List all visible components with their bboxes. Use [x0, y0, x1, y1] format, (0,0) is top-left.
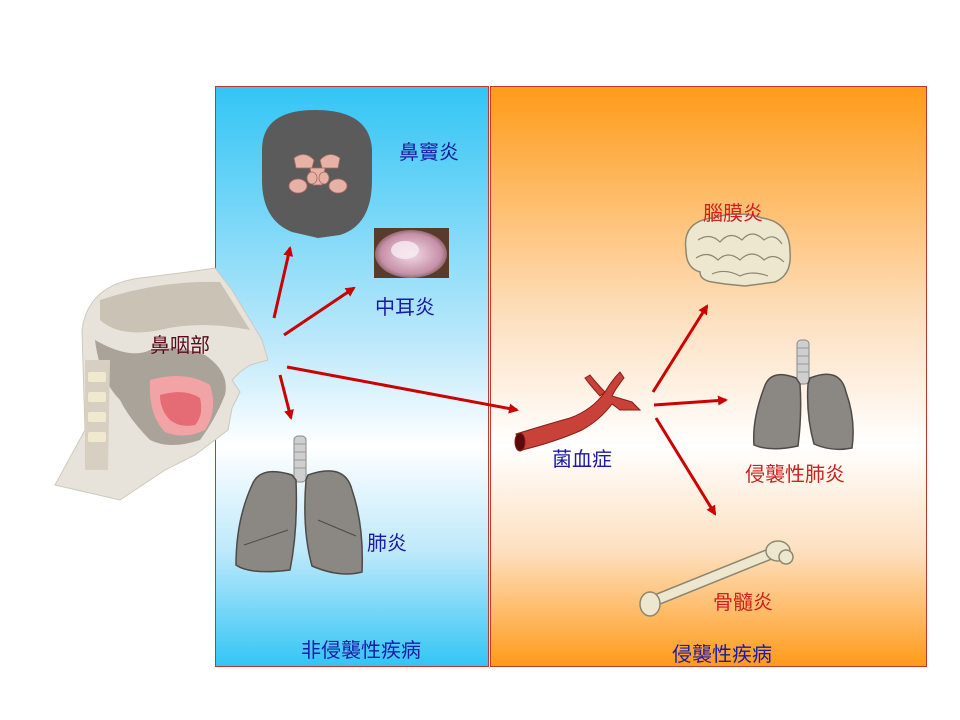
- brain-icon: [684, 213, 791, 287]
- arrow-to-meningitis: [651, 304, 709, 393]
- invasive-panel: [490, 86, 927, 667]
- pneumonia-label: 肺炎: [367, 531, 407, 555]
- eardrum-icon: [374, 228, 449, 278]
- otitis-media-label: 中耳炎: [375, 295, 435, 319]
- invasive-label: 侵襲性疾病: [672, 642, 772, 666]
- invasive-pneumonia-label: 侵襲性肺炎: [745, 462, 845, 486]
- face-sinus-icon: [262, 110, 372, 238]
- arrow-to-otitis: [283, 286, 356, 337]
- osteomyelitis-label: 骨髓炎: [713, 590, 773, 614]
- bacteremia-label: 菌血症: [552, 447, 612, 471]
- lungs-icon: [235, 435, 364, 575]
- lungs-icon: [752, 339, 854, 451]
- arrow-to-osteomyelitis: [654, 417, 717, 516]
- arrow-to-sinusitis: [272, 246, 294, 319]
- head-profile-icon: [54, 267, 269, 501]
- meningitis-label: 腦膜炎: [703, 201, 763, 225]
- arrow-to-bacteremia: [286, 365, 519, 414]
- bone-icon: [639, 540, 794, 617]
- blood-vessel-icon: [514, 371, 642, 452]
- arrow-to-pneumonia: [278, 374, 294, 420]
- arrow-to-invasive-pneumonia: [653, 395, 728, 407]
- non-invasive-label: 非侵襲性疾病: [301, 638, 421, 662]
- sinusitis-label: 鼻竇炎: [399, 140, 459, 164]
- arrows: [272, 246, 728, 516]
- nasopharynx-label: 鼻咽部: [150, 333, 210, 357]
